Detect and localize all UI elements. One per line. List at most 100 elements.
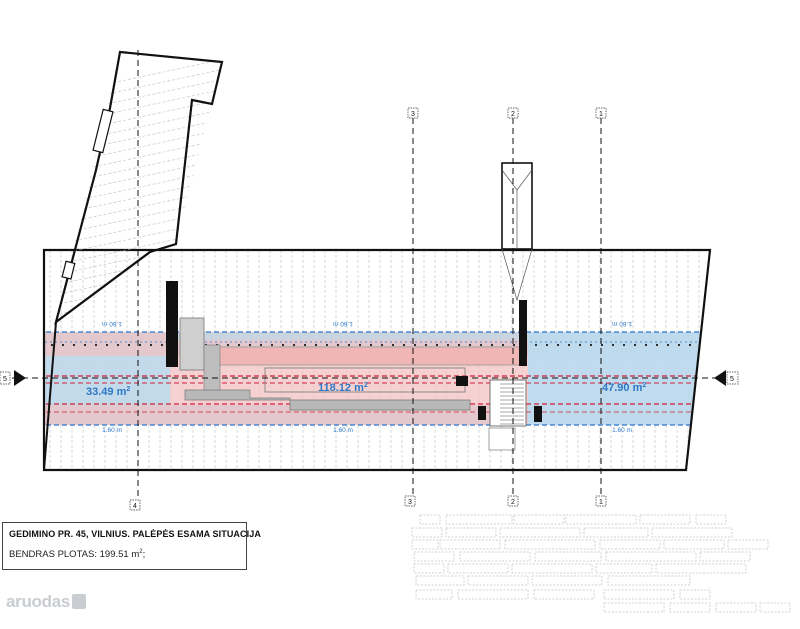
legend-box	[669, 602, 711, 613]
legend-box	[715, 602, 757, 613]
wing-window-1	[92, 108, 114, 154]
beam-dot	[435, 343, 439, 347]
watermark-text: aruodas	[6, 592, 71, 611]
legend-box	[695, 514, 727, 525]
section-marker-left: 5	[0, 370, 26, 386]
stair-steps	[500, 383, 524, 425]
axis-marker-1-bottom: 1	[595, 495, 607, 507]
axis-label-2-top: 2	[511, 111, 515, 118]
wing-rafter-line	[56, 127, 222, 169]
legend-box	[447, 563, 509, 574]
beam-dot	[72, 343, 76, 347]
beam-dot	[347, 343, 351, 347]
axis-marker-1-top: 1	[595, 107, 607, 119]
blue-overlay-left	[44, 356, 170, 405]
legend-box	[419, 514, 441, 525]
legend-box	[413, 563, 445, 574]
legend-box	[607, 575, 691, 586]
beam-dot	[545, 343, 549, 347]
legend-box	[411, 527, 443, 538]
section-label-right: 5	[730, 376, 734, 383]
beam-dot	[402, 343, 406, 347]
area-label-right: 47.90 m2	[602, 382, 646, 394]
axis-label-4: 4	[133, 503, 137, 510]
wing-rafter-line	[56, 207, 222, 249]
axis-label-1-top: 1	[599, 111, 603, 118]
beam-dot	[83, 343, 87, 347]
legend-box	[655, 563, 747, 574]
strip-label-bottom-mid: 1.60 m	[333, 427, 353, 434]
beam-dot	[237, 343, 241, 347]
strip-label-top-right: 1.60 m	[612, 320, 632, 327]
legend-box	[534, 551, 602, 562]
beam-dot	[105, 343, 109, 347]
strip-label-top-left: 1.60 m	[102, 320, 122, 327]
beam-dot	[127, 343, 131, 347]
legend-box	[603, 602, 665, 613]
beam-dot	[534, 343, 538, 347]
beam-dot	[413, 343, 417, 347]
column-left-2	[203, 344, 221, 391]
blue-strip-top-mid	[170, 332, 528, 340]
beam-dot	[336, 343, 340, 347]
axis-marker-3-bottom: 3	[404, 495, 416, 507]
section-label-left: 5	[3, 376, 7, 383]
legend-box	[565, 514, 637, 525]
beam-dot	[457, 343, 461, 347]
title-block: GEDIMINO PR. 45, VILNIUS. PALĖPĖS ESAMA …	[2, 522, 261, 570]
legend-box	[467, 575, 529, 586]
column-left	[179, 317, 205, 371]
wing-rafter-line	[56, 57, 222, 99]
total-area-label: BENDRAS PLOTAS: 199.51 m	[9, 549, 140, 561]
axis-lines	[12, 50, 726, 500]
wing-rafter-line	[56, 87, 222, 129]
beam-dot	[281, 343, 285, 347]
chimney-block-4	[478, 406, 486, 420]
beam-dot	[677, 343, 681, 347]
legend-box	[605, 551, 697, 562]
beam-dot	[94, 343, 98, 347]
legend-box	[411, 539, 439, 550]
legend-box	[583, 527, 649, 538]
aruodas-watermark: aruodas	[6, 592, 87, 612]
strip-label-bottom-left: 1.60 m	[102, 427, 122, 434]
main-roof-outline	[42, 248, 712, 472]
chimney-block-5	[534, 406, 542, 422]
wing-rafter-line	[56, 107, 222, 149]
area-label-middle: 118.12 m2	[318, 382, 368, 394]
wing-rafter-line	[56, 77, 222, 119]
legend-box	[679, 589, 711, 600]
wing-rafter-line	[56, 167, 222, 209]
strip-label-bottom-right: 1.60 m	[612, 427, 632, 434]
wing-rafter-line	[56, 147, 222, 189]
legend-box	[759, 602, 791, 613]
beam-dot	[303, 343, 307, 347]
beam-dot	[391, 343, 395, 347]
total-area-sup: 2	[139, 549, 143, 555]
plan-title: GEDIMINO PR. 45, VILNIUS. PALĖPĖS ESAMA …	[9, 529, 261, 539]
legend-box	[511, 563, 593, 574]
beam-dot	[50, 343, 54, 347]
legend-box	[415, 589, 453, 600]
watermark-logo-icon	[72, 594, 87, 609]
beam-dot	[325, 343, 329, 347]
beam-dot	[688, 343, 692, 347]
beam-dot	[369, 343, 373, 347]
beam-dots	[50, 343, 692, 347]
wing-window-2	[61, 260, 76, 280]
interior-structures	[166, 281, 542, 451]
wing-rafter-line	[56, 187, 222, 229]
legend-box	[445, 514, 513, 525]
legend-box	[504, 539, 596, 550]
vent-opening	[488, 427, 516, 451]
legend-box	[727, 539, 769, 550]
legend-placeholder-boxes	[411, 514, 791, 613]
beam-dot	[138, 343, 142, 347]
beam-dot	[226, 343, 230, 347]
axis-label-1-bottom: 1	[599, 499, 603, 506]
legend-box	[595, 563, 653, 574]
blue-overlay-right	[528, 332, 710, 425]
legend-box	[639, 514, 691, 525]
legend-box	[599, 539, 661, 550]
